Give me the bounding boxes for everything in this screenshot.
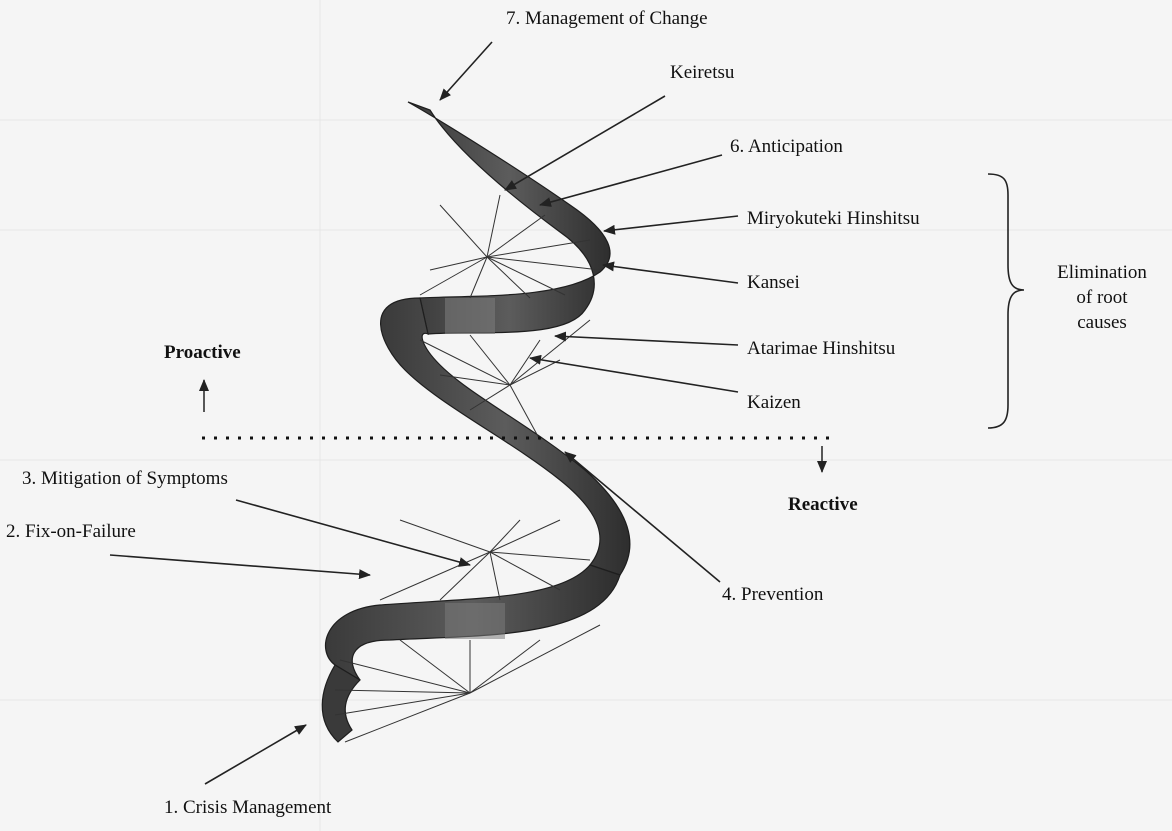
label-kaizen: Kaizen [747,392,801,414]
ribbon-segment-upper-loop [381,298,630,575]
label-miryokuteki-hinshitsu: Miryokuteki Hinshitsu [747,208,920,230]
label-keiretsu: Keiretsu [670,62,734,84]
label-atarimae-hinshitsu: Atarimae Hinshitsu [747,338,895,360]
label-kansei: Kansei [747,272,800,294]
brace-label-line-3: causes [1034,310,1170,335]
pointer-arrows [110,42,738,784]
brace-label-line-2: of root [1034,285,1170,310]
label-elimination-of-root-causes: Elimination of root causes [1034,260,1170,335]
label-anticipation: 6. Anticipation [730,136,843,158]
ribbon-segment-bottom [322,665,360,742]
label-fix-on-failure: 2. Fix-on-Failure [6,521,136,543]
ribbon-segment-top [408,102,610,334]
helix-ribbon [322,102,630,742]
brace-label-line-1: Elimination [1034,260,1170,285]
label-management-of-change: 7. Management of Change [506,8,708,30]
label-proactive: Proactive [164,342,241,364]
label-reactive: Reactive [788,494,858,516]
label-mitigation-of-symptoms: 3. Mitigation of Symptoms [22,468,228,490]
label-prevention: 4. Prevention [722,584,823,606]
label-crisis-management: 1. Crisis Management [164,797,331,819]
root-causes-brace [988,174,1024,428]
